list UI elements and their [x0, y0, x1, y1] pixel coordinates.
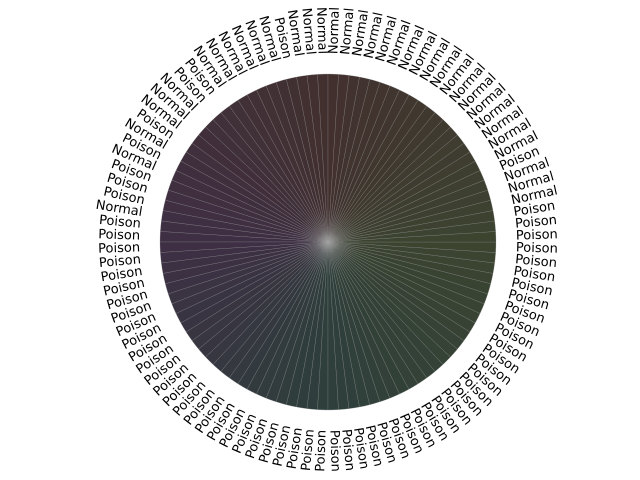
slice-label: Poison [350, 427, 371, 471]
slice-label: Poison [338, 428, 357, 471]
slice-label: Normal [284, 9, 306, 58]
slice-label: Poison [98, 213, 141, 232]
slice-labels: NormalNormalNormalPoisonNormalNormalNorm… [95, 7, 559, 472]
slice-label: Poison [326, 430, 342, 472]
slice-label: Poison [98, 227, 140, 243]
slice-label: Poison [513, 264, 557, 285]
slice-label: Poison [313, 430, 329, 472]
slice-label: Normal [338, 7, 357, 55]
slice-label: Poison [98, 252, 141, 271]
slice-label: Normal [95, 198, 144, 220]
slice-label: Poison [100, 264, 144, 285]
slice-label: Poison [514, 252, 557, 271]
slice-label: Poison [299, 428, 318, 471]
slice-label: Poison [516, 240, 558, 256]
slice-label: Normal [313, 7, 329, 54]
slice-label: Normal [350, 9, 372, 58]
slice-label: Poison [513, 199, 557, 220]
pie-slices [159, 73, 497, 411]
slice-label: Normal [326, 7, 342, 54]
slice-label: Poison [516, 227, 558, 243]
pie-center-glow [294, 208, 362, 276]
slice-label: Poison [514, 213, 557, 232]
pie-slice [327, 73, 339, 243]
slice-label: Normal [298, 7, 317, 55]
slice-label: Poison [98, 240, 140, 256]
slice-label: Poison [285, 427, 306, 471]
